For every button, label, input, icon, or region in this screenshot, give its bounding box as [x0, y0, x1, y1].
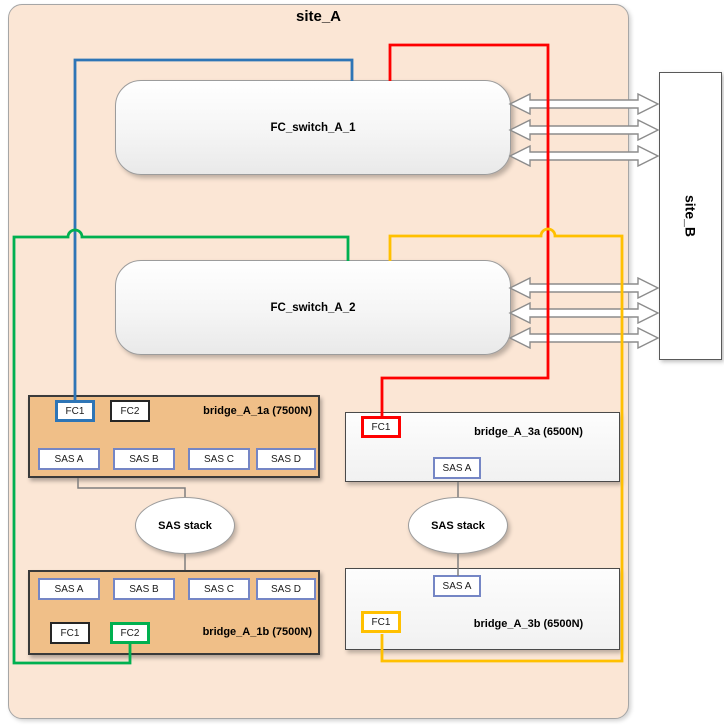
bridge-a-1b-port-sas-b: SAS B: [113, 578, 175, 600]
bridge-a-1a-port-sas-c: SAS C: [188, 448, 250, 470]
bridge-a-3b-port-sas-a: SAS A: [433, 575, 481, 597]
bridge-a-1b: SAS A SAS B SAS C SAS D FC1 FC2 bridge_A…: [28, 570, 320, 655]
bridge-a-3a-port-fc1: FC1: [361, 416, 401, 438]
sas-stack-right-label: SAS stack: [431, 519, 485, 532]
bridge-a-1b-port-fc2: FC2: [110, 622, 150, 644]
bridge-a-1b-port-sas-a: SAS A: [38, 578, 100, 600]
fc-switch-a-2: FC_switch_A_2: [115, 260, 511, 355]
bridge-a-3b: SAS A FC1 bridge_A_3b (6500N): [345, 568, 620, 650]
fc-switch-a-2-label: FC_switch_A_2: [270, 301, 356, 314]
bridge-a-1b-port-sas-d: SAS D: [256, 578, 316, 600]
bridge-a-1a: FC1 FC2 bridge_A_1a (7500N) SAS A SAS B …: [28, 395, 320, 478]
fc-switch-a-1: FC_switch_A_1: [115, 80, 511, 175]
site-a-title: site_A: [295, 8, 342, 25]
sas-stack-left-label: SAS stack: [158, 519, 212, 532]
bridge-a-3b-port-fc1: FC1: [361, 611, 401, 633]
sas-stack-left: SAS stack: [135, 497, 235, 554]
bridge-a-1a-port-fc2: FC2: [110, 400, 150, 422]
bridge-a-3a-port-sas-a: SAS A: [433, 457, 481, 479]
fc-switch-a-1-label: FC_switch_A_1: [270, 121, 356, 134]
bridge-a-3a-label: bridge_A_3a (6500N): [474, 426, 583, 438]
bridge-a-1b-port-fc1: FC1: [50, 622, 90, 644]
bridge-a-1a-label: bridge_A_1a (7500N): [203, 405, 312, 417]
bridge-a-1a-port-fc1: FC1: [55, 400, 95, 422]
site-b-container: site_B: [659, 72, 722, 360]
bridge-a-1b-label: bridge_A_1b (7500N): [202, 626, 312, 638]
bridge-a-1b-port-sas-c: SAS C: [188, 578, 250, 600]
site-b-title: site_B: [682, 194, 699, 238]
bridge-a-1a-port-sas-d: SAS D: [256, 448, 316, 470]
bridge-a-3b-label: bridge_A_3b (6500N): [473, 618, 584, 630]
sas-stack-right: SAS stack: [408, 497, 508, 554]
bridge-a-1a-port-sas-a: SAS A: [38, 448, 100, 470]
bridge-a-1a-port-sas-b: SAS B: [113, 448, 175, 470]
bridge-a-3a: FC1 bridge_A_3a (6500N) SAS A: [345, 412, 620, 482]
